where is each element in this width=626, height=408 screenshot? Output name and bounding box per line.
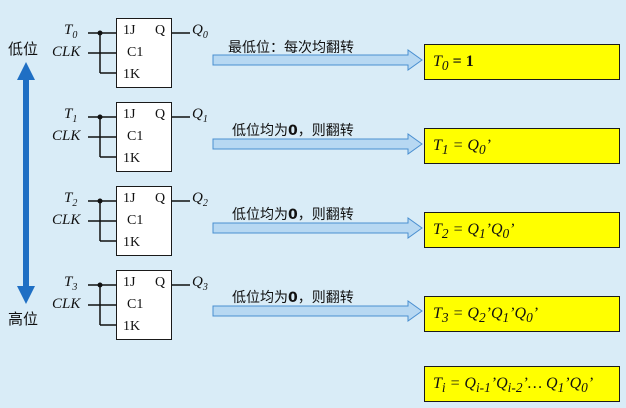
output-q0: Q0 (192, 22, 208, 41)
clk-label-0: CLK (52, 44, 81, 60)
equation-ti-general: Ti = Qi-1’Qi-2’… Q1’Q0’ (424, 366, 620, 402)
clk-label-2: CLK (52, 212, 81, 228)
stage-1-note: 低位均为0，则翻转 (232, 123, 354, 139)
pin-1k: 1K (123, 319, 141, 334)
high-order-label: 高位 (8, 310, 39, 328)
pin-q: Q (155, 191, 166, 206)
equation-t1: T1 = Q0’ (424, 128, 620, 164)
low-to-high-arrow (17, 62, 35, 304)
jk-flip-flop-2: 1J C1 1K Q (116, 186, 172, 256)
output-q3: Q3 (192, 274, 208, 293)
stage-0-wires (88, 30, 190, 74)
pin-1k: 1K (123, 235, 141, 250)
stage-0-note: 最低位：每次均翻转 (228, 40, 354, 56)
equation-t3: T3 = Q2’Q1’Q0’ (424, 296, 620, 332)
jk-flip-flop-3: 1J C1 1K Q (116, 270, 172, 340)
clk-label-1: CLK (52, 128, 81, 144)
pin-1k: 1K (123, 67, 141, 82)
stage-1-wires (88, 114, 190, 158)
input-t0: T0 (64, 22, 78, 41)
input-t1: T1 (64, 106, 78, 125)
stage-2-note: 低位均为0，则翻转 (232, 207, 354, 223)
pin-1j: 1J (123, 107, 136, 122)
stage-2-wires (88, 198, 190, 242)
low-order-label: 低位 (8, 40, 39, 58)
output-q2: Q2 (192, 190, 208, 209)
stage-3-wires (88, 282, 190, 326)
pin-q: Q (155, 275, 166, 290)
output-q1: Q1 (192, 106, 208, 125)
pin-c1: C1 (127, 213, 144, 228)
pin-c1: C1 (127, 297, 144, 312)
pin-1j: 1J (123, 23, 136, 38)
input-t2: T2 (64, 190, 78, 209)
pin-c1: C1 (127, 45, 144, 60)
pin-1j: 1J (123, 191, 136, 206)
pin-1k: 1K (123, 151, 141, 166)
jk-flip-flop-0: 1J C1 1K Q (116, 18, 172, 88)
pin-c1: C1 (127, 129, 144, 144)
clk-label-3: CLK (52, 296, 81, 312)
pin-q: Q (155, 107, 166, 122)
pointer-arrows (212, 49, 423, 322)
pin-1j: 1J (123, 275, 136, 290)
equation-t0: T0 = 1 (424, 44, 620, 80)
input-t3: T3 (64, 274, 78, 293)
pin-q: Q (155, 23, 166, 38)
jk-flip-flop-1: 1J C1 1K Q (116, 102, 172, 172)
stage-3-note: 低位均为0，则翻转 (232, 290, 354, 306)
equation-t2: T2 = Q1’Q0’ (424, 212, 620, 248)
